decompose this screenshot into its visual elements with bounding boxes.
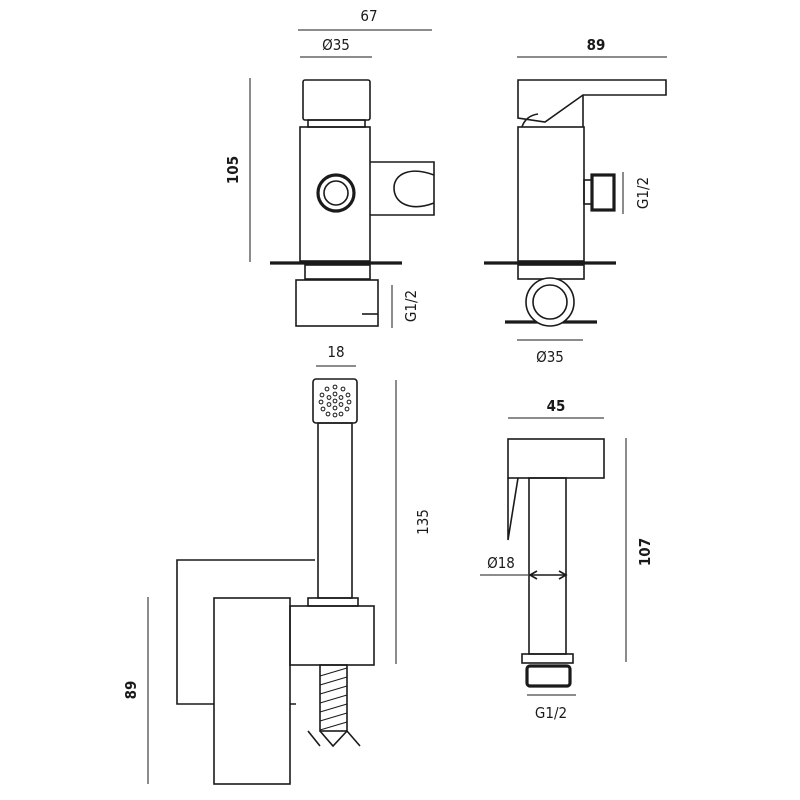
shower-pipe-break-right [346,730,361,747]
side-outlet-thread [590,173,616,212]
side-lever-curve [521,113,539,128]
shower-valve-body [213,597,291,785]
front-thread-label: G1/2 [402,290,420,322]
shower-pipe-thread [319,667,348,731]
shower-pipe [319,664,348,732]
side-shower-trigger [507,477,519,541]
shower-pipe-break [319,730,348,748]
shower-stem [317,422,353,599]
side-shower-head [507,438,605,479]
front-holder-frame [370,161,435,216]
front-handle-collar [307,119,366,128]
side-connector-nut [517,264,585,280]
shower-width-label: 18 [327,343,344,361]
side-shower-stem [528,477,567,655]
front-view: 67 Ø35 105 G1/2 [224,7,435,328]
shower-length-label: 135 [414,509,432,535]
side-shower-thread-label: G1/2 [535,704,567,722]
front-connector-nut [304,264,371,280]
side-diameter-label: Ø35 [536,348,564,366]
front-width-label: 67 [360,7,377,25]
shower-nozzles [318,384,352,418]
front-diameter-label: Ø35 [322,36,350,54]
front-outlet-ring [316,173,356,213]
side-shower-height-label: 107 [636,538,654,566]
front-handle [302,79,371,121]
hand-shower-view: 18 135 89 [122,343,432,785]
side-width-label: 89 [587,36,606,54]
side-lever [517,79,667,123]
shower-depth-label: 89 [122,681,140,700]
side-shower-thread [525,664,572,688]
shower-pipe-break-left [307,730,321,747]
side-connector-inner [532,284,568,320]
side-body [517,126,585,262]
front-height-label: 105 [224,156,242,184]
side-shower-nut [521,653,574,664]
front-connector [295,279,379,327]
shower-holder-clamp [289,605,375,666]
shower-side-view: 45 107 Ø18 G1/2 [480,397,654,722]
shower-holder-collar [307,597,359,607]
side-view: 89 G1/2 Ø35 [484,36,667,366]
side-shower-diameter-label: Ø18 [487,554,515,572]
front-holder-cradle [393,170,435,208]
side-thread-label: G1/2 [634,177,652,209]
side-shower-width-label: 45 [547,397,566,415]
front-outlet-inner [323,180,349,206]
front-body [299,126,371,262]
